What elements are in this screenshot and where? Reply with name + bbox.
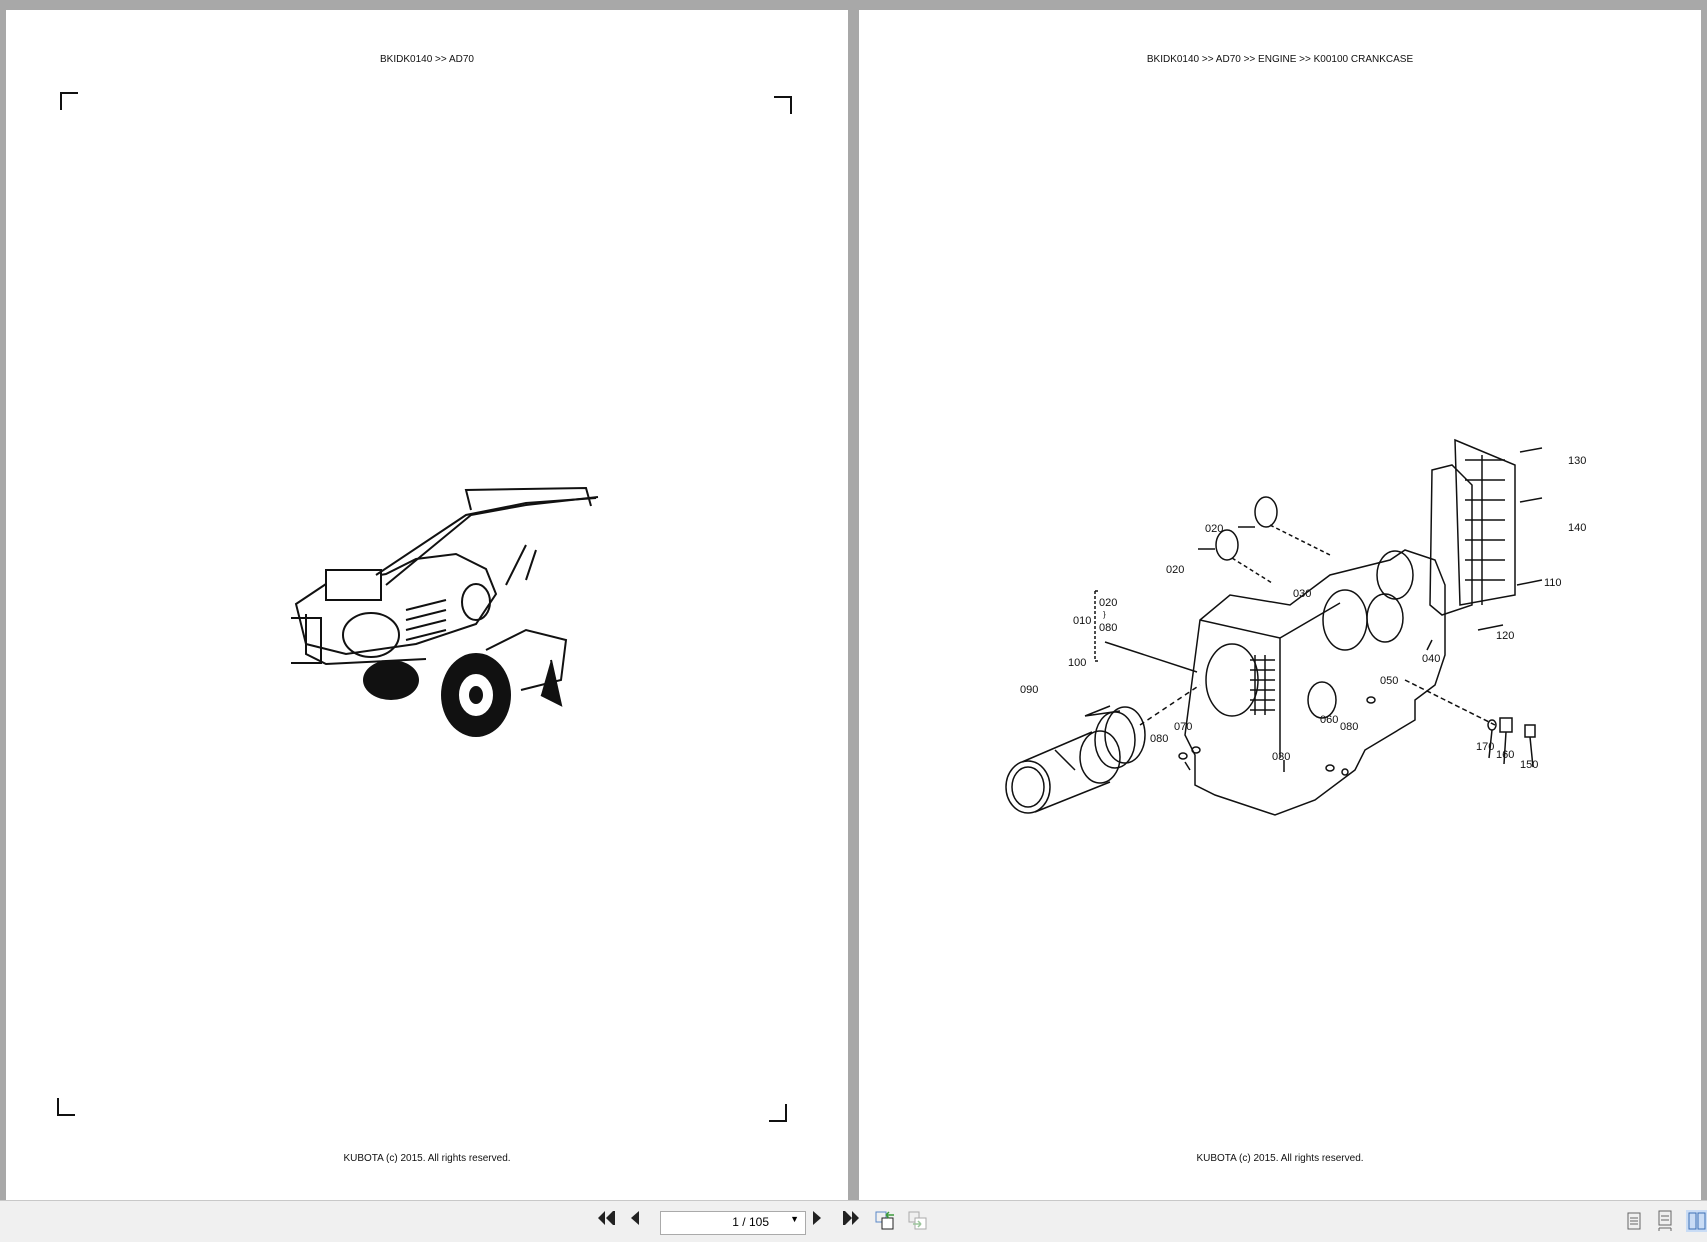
go-back-button[interactable] — [874, 1209, 898, 1233]
part-label-050: 050 — [1380, 675, 1398, 687]
part-label-140: 140 — [1568, 522, 1586, 534]
page-header: BKIDK0140 >> AD70 >> ENGINE >> K00100 CR… — [1146, 54, 1414, 65]
continuous-page-icon — [1658, 1210, 1672, 1231]
part-label-010: 010 — [1073, 615, 1091, 627]
first-page-icon — [598, 1211, 615, 1225]
part-label-170: 170 — [1476, 741, 1494, 753]
last-page-icon — [843, 1211, 859, 1225]
next-page-icon — [813, 1211, 821, 1225]
previous-page-icon — [631, 1211, 639, 1225]
part-label-070: 070 — [1174, 721, 1192, 733]
continuous-view-button[interactable] — [1655, 1210, 1675, 1232]
part-label-080: 080 — [1340, 721, 1358, 733]
go-back-icon — [875, 1211, 894, 1230]
crop-mark-bottom-left — [57, 1098, 75, 1116]
part-label-080: 080 — [1150, 733, 1168, 745]
first-page-button[interactable] — [597, 1209, 621, 1233]
crop-mark-top-right — [774, 96, 792, 114]
go-forward-icon — [908, 1211, 927, 1230]
part-label-130: 130 — [1568, 455, 1586, 467]
part-label-020: 020 — [1166, 564, 1184, 576]
single-page-view-button[interactable] — [1624, 1210, 1644, 1232]
page-number-input[interactable]: 1 / 105 ▼ — [660, 1211, 806, 1235]
crankcase-exploded-diagram: 130 140 110 120 040 020 020 030 010 020 … — [1005, 438, 1586, 816]
part-label-030: 030 — [1293, 588, 1311, 600]
page-indicator: 1 / 105 — [732, 1215, 769, 1229]
part-label-120: 120 — [1496, 630, 1514, 642]
crop-mark-bottom-right — [769, 1104, 787, 1122]
part-label-010-sep: } — [1103, 610, 1106, 619]
page-footer: KUBOTA (c) 2015. All rights reserved. — [1196, 1153, 1364, 1164]
two-page-view-button[interactable] — [1686, 1210, 1707, 1232]
part-label-090: 090 — [1020, 684, 1038, 696]
last-page-button[interactable] — [841, 1209, 865, 1233]
pdf-page-1: BKIDK0140 >> AD70 KUBOTA (c) 2015. All r… — [6, 10, 848, 1200]
part-label-110: 110 — [1544, 577, 1562, 589]
part-label-060: 060 — [1320, 714, 1338, 726]
chevron-down-icon[interactable]: ▼ — [790, 1214, 799, 1224]
part-label-100: 100 — [1068, 657, 1086, 669]
part-label-010-from: 020 — [1099, 597, 1117, 609]
part-label-010-to: 080 — [1099, 622, 1117, 634]
crop-mark-top-left — [60, 92, 78, 110]
part-label-040: 040 — [1422, 653, 1440, 665]
go-forward-button[interactable] — [907, 1209, 931, 1233]
part-label-160: 160 — [1496, 749, 1514, 761]
page-header: BKIDK0140 >> AD70 — [380, 54, 474, 65]
pdf-page-2: BKIDK0140 >> AD70 >> ENGINE >> K00100 CR… — [859, 10, 1701, 1200]
page-footer: KUBOTA (c) 2015. All rights reserved. — [343, 1153, 511, 1164]
pdf-navigation-toolbar: 1 / 105 ▼ — [0, 1200, 1707, 1242]
previous-page-button[interactable] — [628, 1209, 652, 1233]
tiller-illustration — [291, 486, 599, 737]
part-label-020: 020 — [1205, 523, 1223, 535]
two-page-icon — [1688, 1212, 1706, 1230]
part-label-030: 030 — [1272, 751, 1290, 763]
single-page-icon — [1627, 1212, 1641, 1230]
part-label-150: 150 — [1520, 759, 1538, 771]
next-page-button[interactable] — [810, 1209, 834, 1233]
